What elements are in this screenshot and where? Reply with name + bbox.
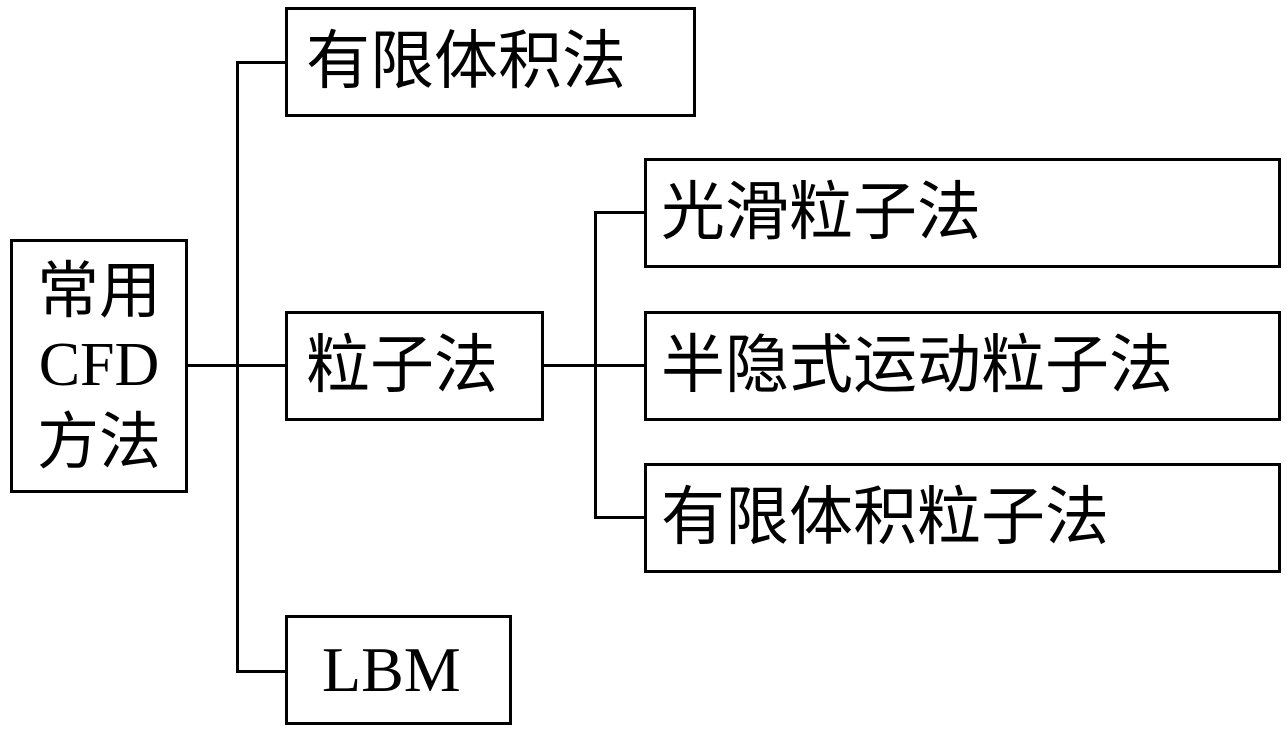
node-label: LBM (322, 634, 461, 705)
connector-to-lbm (236, 670, 286, 673)
root-label-line-2: CFD (38, 331, 160, 400)
connector-to-mps (594, 364, 645, 367)
connector-to-particle (236, 364, 286, 367)
root-label-line-1: 常用 (36, 253, 161, 327)
node-label: 粒子法 (306, 329, 498, 403)
connector-root-stem (188, 364, 238, 367)
node-particle-method: 粒子法 (285, 311, 544, 421)
node-finite-volume-particle-method: 有限体积粒子法 (644, 463, 1281, 573)
node-label: 光滑粒子法 (661, 176, 981, 250)
root-label-line-3: 方法 (36, 404, 161, 478)
node-label: 有限体积法 (306, 25, 626, 99)
connector-to-fvpm (594, 516, 645, 519)
node-label: 半隐式运动粒子法 (661, 329, 1173, 403)
root-node-cfd-methods: 常用 CFD 方法 (10, 239, 188, 493)
node-lbm: LBM (285, 615, 512, 725)
node-moving-particle-semi-implicit-method: 半隐式运动粒子法 (644, 311, 1281, 421)
connector-to-fvm (236, 61, 286, 64)
connector-level1-trunk (236, 61, 239, 673)
connector-particle-stem (544, 364, 596, 367)
node-label: 有限体积粒子法 (661, 481, 1109, 555)
connector-to-sph (594, 211, 645, 214)
node-finite-volume-method: 有限体积法 (285, 7, 696, 117)
node-smoothed-particle-method: 光滑粒子法 (644, 158, 1281, 268)
